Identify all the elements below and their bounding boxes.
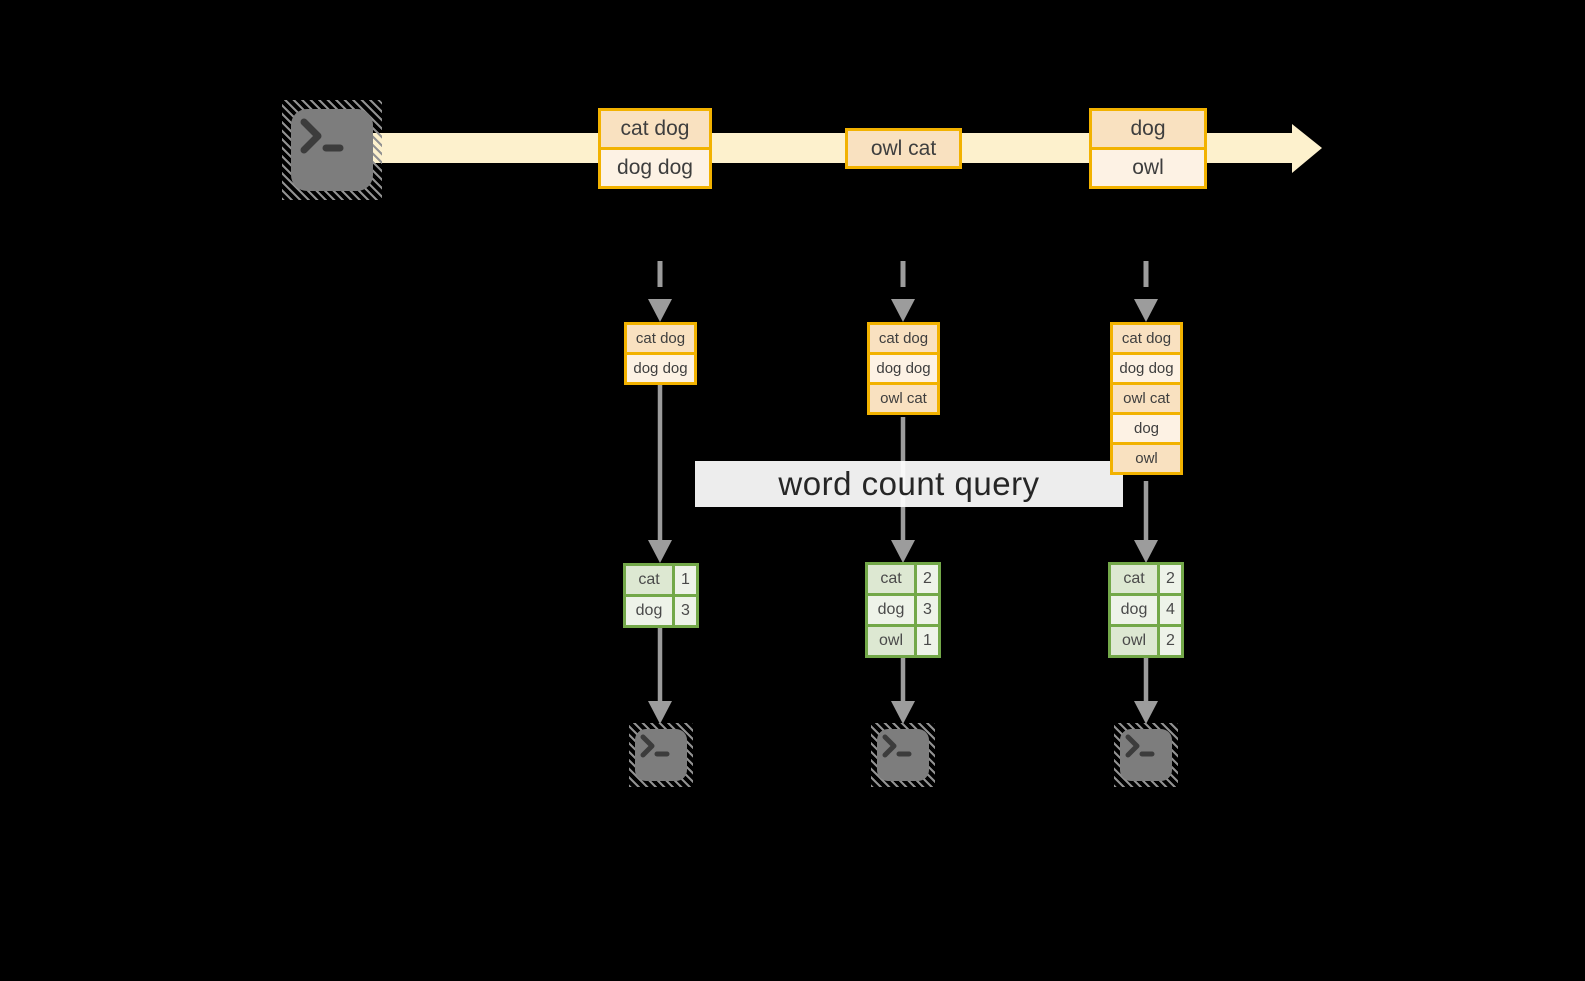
stream-batch-2: owl cat (845, 128, 962, 169)
terminal-prompt-glyph (300, 118, 344, 154)
microbatch-trigger-arrows (648, 261, 1158, 322)
query-label: word count query (778, 465, 1040, 502)
input-row: dog (1113, 412, 1180, 442)
count-value: 1 (917, 627, 938, 655)
query-arrows (648, 385, 1158, 563)
sink-terminal-icon-3 (1114, 723, 1178, 787)
count-word: dog (1111, 596, 1160, 624)
input-row: cat dog (627, 325, 694, 352)
input-row: cat dog (870, 325, 937, 352)
input-table-1: cat dog dog dog (624, 322, 697, 385)
input-row: owl (1113, 442, 1180, 472)
count-value: 2 (917, 565, 938, 593)
terminal-prompt-glyph (640, 734, 670, 758)
count-table-1: cat 1 dog 3 (623, 563, 699, 628)
sink-terminal-icon-2 (871, 723, 935, 787)
count-value: 1 (675, 566, 696, 594)
input-row: owl cat (1113, 382, 1180, 412)
count-word: cat (868, 565, 917, 593)
stream-message: cat dog (601, 111, 709, 147)
count-table-2: cat 2 dog 3 owl 1 (865, 562, 941, 658)
input-table-2: cat dog dog dog owl cat (867, 322, 940, 415)
count-word: dog (626, 597, 675, 625)
input-row: dog dog (1113, 352, 1180, 382)
stream-batch-1: cat dog dog dog (598, 108, 712, 189)
sink-terminal-icon-1 (629, 723, 693, 787)
sink-arrows (648, 628, 1158, 724)
input-row: dog dog (627, 352, 694, 382)
source-terminal-icon (282, 100, 382, 200)
count-word: owl (1111, 627, 1160, 655)
stream-message: owl (1092, 147, 1204, 186)
count-value: 2 (1160, 627, 1181, 655)
stream-batch-3: dog owl (1089, 108, 1207, 189)
count-value: 4 (1160, 596, 1181, 624)
word-count-query-band: word count query (695, 461, 1123, 507)
count-value: 3 (675, 597, 696, 625)
count-value: 3 (917, 596, 938, 624)
input-table-3: cat dog dog dog owl cat dog owl (1110, 322, 1183, 475)
terminal-prompt-glyph (1125, 734, 1155, 758)
input-row: cat dog (1113, 325, 1180, 352)
count-word: cat (1111, 565, 1160, 593)
count-word: owl (868, 627, 917, 655)
count-value: 2 (1160, 565, 1181, 593)
count-word: cat (626, 566, 675, 594)
terminal-prompt-glyph (882, 734, 912, 758)
stream-message: owl cat (848, 131, 959, 166)
input-row: owl cat (870, 382, 937, 412)
stream-message: dog dog (601, 147, 709, 186)
count-word: dog (868, 596, 917, 624)
stream-message: dog (1092, 111, 1204, 147)
count-table-3: cat 2 dog 4 owl 2 (1108, 562, 1184, 658)
input-row: dog dog (870, 352, 937, 382)
